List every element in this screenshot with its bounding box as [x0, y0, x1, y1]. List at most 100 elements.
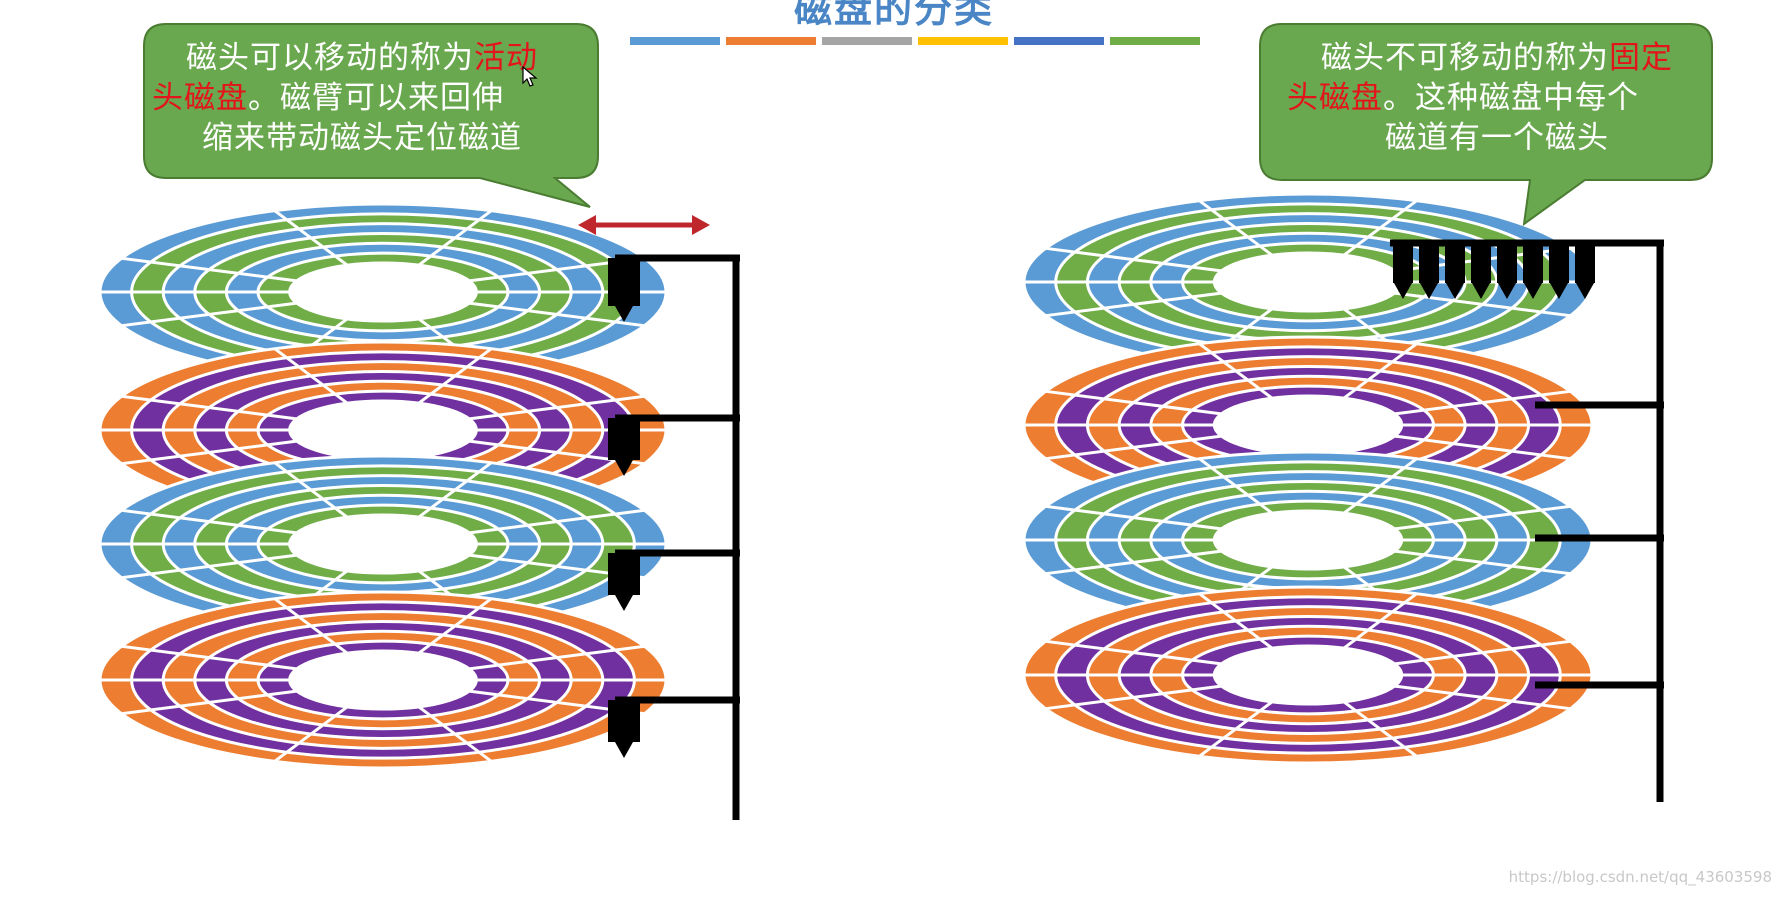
head-tip: [1576, 283, 1594, 299]
head-tip: [1472, 283, 1490, 299]
platter-sector-line: [1045, 549, 1222, 576]
moving-head-arm-assembly: [578, 215, 740, 820]
title-color-bar: [1110, 37, 1200, 45]
head-body: [608, 553, 640, 595]
left-callout-bubble: [143, 23, 599, 208]
right-callout-shape: [1259, 23, 1713, 227]
head-body: [608, 258, 640, 306]
head-body: [1393, 243, 1413, 283]
head-tip: [615, 460, 633, 476]
head-tip: [1498, 283, 1516, 299]
disk-head-icon: [608, 700, 640, 758]
platter-sector-line: [1394, 291, 1571, 318]
moving-head-disk-platters: [98, 202, 668, 770]
platter-sector-line: [1198, 592, 1274, 650]
platter-sector-line: [121, 689, 297, 716]
head-body: [1445, 243, 1465, 283]
platter-sector-line: [1045, 389, 1222, 416]
left-callout-text: 磁头可以移动的称为活动 头磁盘。磁臂可以来回伸 缩来带动磁头定位磁道: [152, 38, 572, 158]
platter-sector-line: [1045, 291, 1222, 318]
title-color-bar: [726, 37, 816, 45]
left-callout-line-2-text: 。磁臂可以来回伸: [248, 80, 504, 116]
platter-sector-line: [1394, 504, 1571, 531]
disk-head-icon: [1523, 243, 1543, 299]
left-callout-line-1: 磁头可以移动的称为活动: [152, 38, 572, 78]
platter-sector-line: [1394, 639, 1571, 666]
platter-sector-line: [1198, 199, 1274, 257]
platter-sector-line: [1198, 342, 1274, 400]
left-callout-shape: [143, 23, 599, 208]
platter-sector-line: [1045, 434, 1222, 461]
platter-sector-line: [121, 508, 297, 535]
title-color-bar: [630, 37, 720, 45]
disk-platter: [98, 454, 668, 634]
head-tip: [1446, 283, 1464, 299]
platter-spindle-hole: [288, 649, 478, 711]
head-tip: [615, 595, 633, 611]
disk-head-icon: [1497, 243, 1517, 299]
platter-spindle-hole: [288, 261, 478, 323]
platter-sector-line: [1342, 342, 1418, 400]
platter-sector-line: [469, 394, 645, 421]
platter-sector-line: [417, 347, 493, 405]
right-callout-line-1-text: 磁头不可移动的称为: [1321, 40, 1609, 76]
disk-head-icon: [1393, 243, 1413, 299]
right-callout-line-3: 磁道有一个磁头: [1385, 120, 1609, 156]
head-body: [1419, 243, 1439, 283]
platter-sector-line: [1342, 199, 1418, 257]
platter-sector-line: [1045, 639, 1222, 666]
head-body: [1549, 243, 1569, 283]
title-color-bars: [630, 37, 1200, 45]
platter-sector-line: [1342, 457, 1418, 515]
head-tip: [1524, 283, 1542, 299]
platter-sector-line: [121, 553, 297, 580]
platter-sector-line: [1045, 684, 1222, 711]
head-body: [1523, 243, 1543, 283]
disk-head-icon: [608, 258, 640, 322]
disk-platter: [1022, 585, 1594, 765]
platter-spindle-hole: [1212, 644, 1404, 706]
platter-sector-line: [273, 597, 349, 655]
platter-spindle-hole: [1212, 251, 1404, 313]
right-callout-line-2: 头磁盘。这种磁盘中每个: [1287, 78, 1707, 118]
head-tip: [1420, 283, 1438, 299]
platter-sector-line: [273, 705, 349, 763]
left-callout-highlight-2: 头磁盘: [152, 80, 248, 116]
disk-head-icon: [1575, 243, 1595, 299]
disk-platter: [98, 590, 668, 770]
platter-sector-line: [1394, 389, 1571, 416]
platter-sector-line: [469, 301, 645, 328]
double-arrow-icon: [578, 215, 710, 235]
platter-sector-line: [469, 508, 645, 535]
head-tip: [1550, 283, 1568, 299]
right-callout-highlight-2: 头磁盘: [1287, 80, 1383, 116]
head-tip: [615, 742, 633, 758]
platter-sector-line: [121, 256, 297, 283]
platter-spindle-hole: [288, 513, 478, 575]
platter-sector-line: [121, 394, 297, 421]
disk-platter: [98, 202, 668, 382]
disk-head-icon: [1471, 243, 1491, 299]
platter-sector-line: [1045, 504, 1222, 531]
platter-sector-line: [417, 209, 493, 267]
left-callout-line-2: 头磁盘。磁臂可以来回伸: [152, 78, 572, 118]
platter-sector-line: [121, 301, 297, 328]
platter-sector-line: [273, 461, 349, 519]
head-tip: [615, 306, 633, 322]
platter-sector-line: [273, 347, 349, 405]
platter-spindle-hole: [1212, 394, 1404, 456]
platter-sector-line: [417, 597, 493, 655]
disk-head-icon: [1445, 243, 1465, 299]
disk-head-icon: [1549, 243, 1569, 299]
platter-sector-line: [417, 705, 493, 763]
title-color-bar: [1014, 37, 1104, 45]
mouse-pointer-icon: [522, 66, 538, 87]
platter-sector-line: [1198, 457, 1274, 515]
watermark-text: https://blog.csdn.net/qq_43603598: [1508, 868, 1772, 886]
head-body: [1575, 243, 1595, 283]
platter-sector-line: [1045, 246, 1222, 273]
disk-head-icon: [1419, 243, 1439, 299]
right-callout-line-2-text: 。这种磁盘中每个: [1383, 80, 1639, 116]
platter-sector-line: [1394, 684, 1571, 711]
